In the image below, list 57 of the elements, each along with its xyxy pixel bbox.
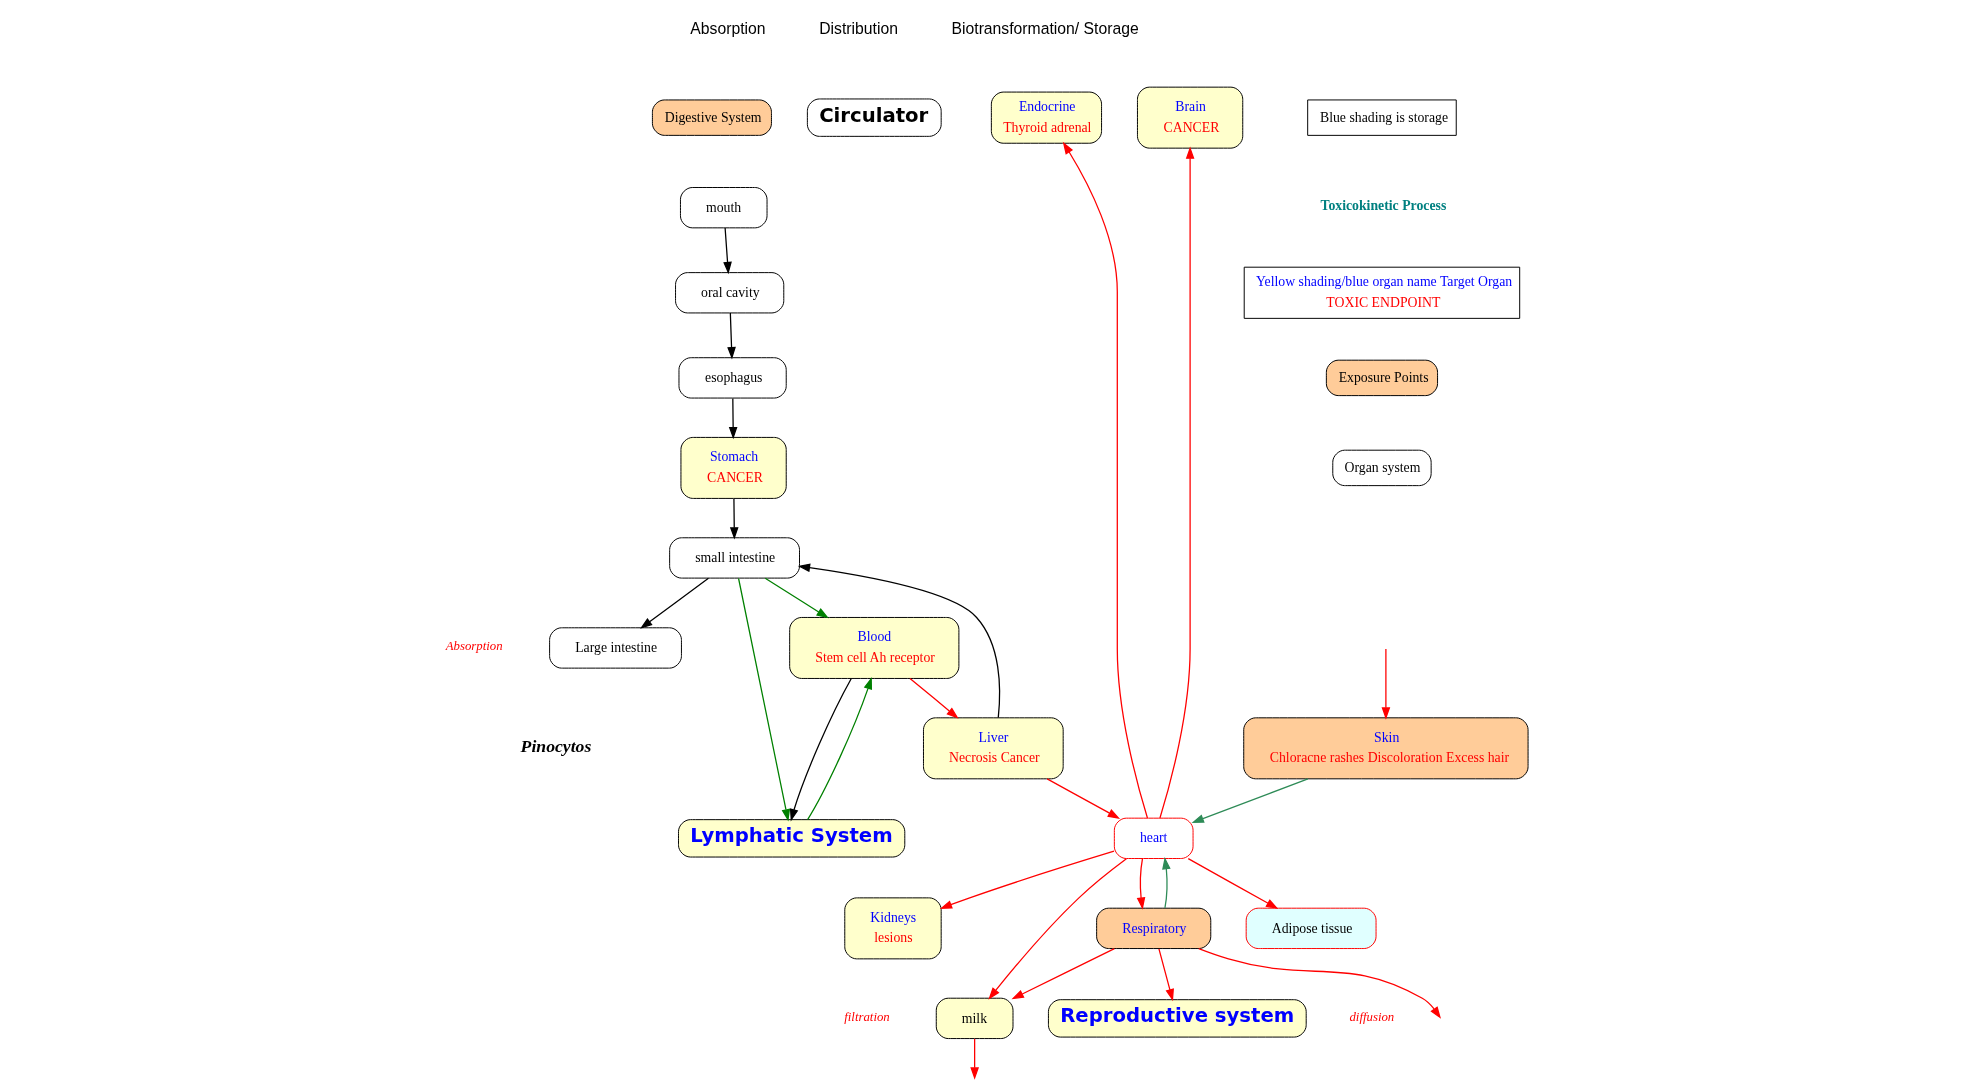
label: diffusion <box>1348 1009 1394 1024</box>
node-box: Circulator <box>806 98 942 137</box>
arrow <box>1187 858 1278 910</box>
node-box: Blue shading is storage <box>1306 99 1457 136</box>
label: Toxicokinetic Process <box>1319 198 1446 214</box>
arrow <box>764 577 829 619</box>
arrow <box>729 498 739 540</box>
label: Absorption <box>689 19 766 37</box>
arrow <box>728 397 737 440</box>
arrow <box>1381 648 1390 720</box>
arrow <box>789 678 852 822</box>
arrow <box>737 577 790 822</box>
node-box: Kidneys lesions <box>843 897 942 960</box>
arrow <box>1136 858 1145 910</box>
label: Absorption <box>445 639 503 654</box>
label: filtration <box>843 1009 890 1024</box>
label: Biotransformation/ Storage <box>951 19 1139 37</box>
arrow <box>1011 948 1115 1000</box>
arrow <box>1158 146 1194 819</box>
arrow <box>1191 778 1309 823</box>
node-box: Endocrine Thyroid adrenal <box>990 91 1102 144</box>
arrow <box>939 850 1115 909</box>
arrow <box>1062 141 1148 819</box>
node-box: small intestine <box>668 537 800 579</box>
arrow <box>1197 947 1441 1019</box>
node-box: Yellow shading/blue organ name Target Organ TOXIC ENDPOINT <box>1243 266 1520 319</box>
arrow <box>797 563 1000 719</box>
node-box: Respiratory <box>1095 907 1211 949</box>
arrow <box>1046 778 1120 819</box>
node-box: esophagus <box>678 357 787 399</box>
arrow <box>806 676 872 821</box>
node-box: Lymphatic System <box>677 819 905 858</box>
arrow <box>908 677 959 719</box>
node-box: Reproductive system <box>1047 999 1307 1038</box>
node-box: Digestive System <box>651 99 772 136</box>
node-box: heart <box>1113 817 1194 859</box>
node-box: Adipose tissue <box>1245 907 1377 949</box>
arrow <box>987 858 1127 1000</box>
node-box: Exposure Points <box>1325 359 1438 397</box>
node-box: Brain CANCER <box>1136 86 1243 149</box>
arrow <box>722 227 732 275</box>
arrow <box>1157 948 1174 1002</box>
node-box: Large intestine <box>548 627 682 669</box>
node-box: oral cavity <box>674 272 784 314</box>
node-box: mouth <box>679 187 768 229</box>
arrow <box>639 577 709 629</box>
node-box: milk <box>935 997 1013 1040</box>
node-box: Organ system <box>1331 449 1432 487</box>
arrow <box>969 1038 979 1080</box>
node-box: Blood Stem cell Ah receptor <box>788 616 959 679</box>
arrow <box>1161 856 1171 909</box>
label: Pinocytos <box>520 735 591 756</box>
node-box: Skin Chloracne rashes Discoloration Excess hair <box>1242 717 1529 780</box>
label: Distribution <box>818 19 898 37</box>
node-box: Liver Necrosis Cancer <box>922 717 1064 780</box>
node-box: Stomach CANCER <box>679 436 787 499</box>
arrow <box>726 312 736 360</box>
